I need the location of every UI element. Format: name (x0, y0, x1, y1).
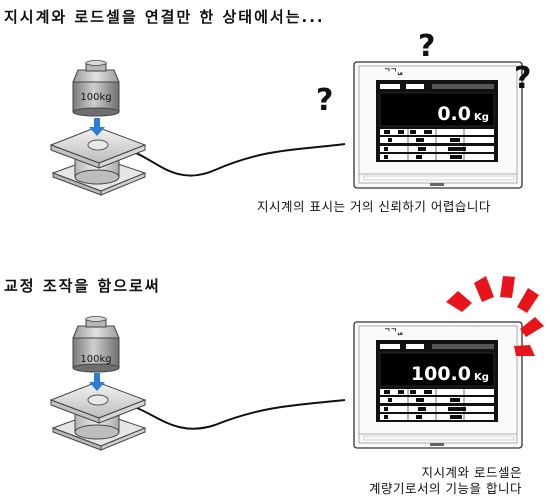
indicator-brand-2: ᄀᄀᆫᆯ (384, 328, 403, 336)
load-cell-2 (50, 381, 146, 451)
force-arrow-1 (89, 118, 105, 136)
load-cell-1 (50, 126, 146, 196)
question-mark-3: ? (514, 61, 532, 96)
display-unit-2: Kg (474, 372, 489, 383)
section2-caption-line2: 계량기로서의 기능을 합니다 (369, 481, 522, 496)
weight-label-1: 100kg (80, 92, 111, 103)
display-unit-1: Kg (474, 112, 489, 123)
indicator-1: ᄀᄀᆫᆯ 0.0 Kg (353, 61, 523, 189)
display-value-1: 0.0 (437, 103, 471, 125)
section2-caption-line1: 지시계와 로드셀은 (421, 465, 522, 480)
section2-heading: 교정 조작을 함으로써 (4, 277, 161, 295)
question-mark-1: ? (418, 29, 436, 64)
weight-1 (72, 60, 120, 117)
force-arrow-2 (89, 373, 105, 391)
display-value-2: 100.0 (411, 363, 471, 385)
section1-heading: 지시계와 로드셀을 연결만 한 상태에서는... (4, 8, 325, 26)
weight-2 (72, 316, 120, 373)
cable-2 (121, 399, 346, 430)
weight-label-2: 100kg (80, 354, 111, 365)
indicator-brand-1: ᄀᄀᆫᆯ (384, 68, 403, 76)
section1-caption: 지시계의 표시는 거의 신뢰하기 어렵습니다 (257, 199, 491, 214)
burst-lines (446, 276, 544, 356)
indicator-2: ᄀᄀᆫᆯ 100.0 Kg (353, 321, 523, 449)
cable-1 (121, 143, 346, 177)
question-mark-2: ? (316, 83, 334, 118)
